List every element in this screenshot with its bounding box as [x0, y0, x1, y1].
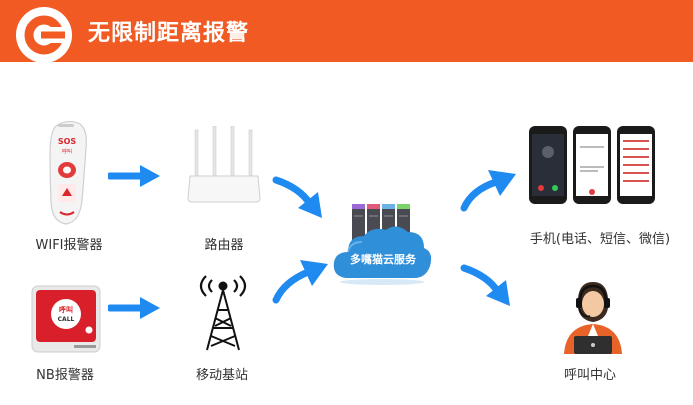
phones-icon — [529, 126, 655, 204]
arrow-cloud-to-call-center-icon — [460, 264, 510, 306]
wifi-alarm-badge: SOS — [58, 137, 77, 146]
cloud-label: 多嘴猫云服务 — [350, 253, 416, 266]
wifi-alarm-label: WIFI报警器 — [35, 238, 103, 253]
call-center-operator-icon — [564, 282, 622, 354]
header-title: 无限制距离报警 — [88, 21, 250, 46]
router-label: 路由器 — [204, 238, 244, 253]
cloud-server-icon — [333, 204, 432, 285]
tower-label: 移动基站 — [195, 368, 248, 383]
phones-label: 手机(电话、短信、微信) — [529, 232, 671, 247]
router-icon — [187, 126, 261, 203]
arrow-cloud-to-phones-icon — [460, 170, 516, 212]
arrow-wifi-to-router-icon — [108, 165, 160, 187]
nb-alarm-device-icon: 呼叫 CALL — [31, 285, 101, 353]
header-bar: 无限制距离报警 — [0, 0, 693, 63]
nb-alarm-button-top: 呼叫 — [59, 305, 73, 314]
cell-tower-icon — [199, 275, 247, 351]
arrow-nb-to-tower-icon — [108, 297, 160, 319]
wifi-alarm-device-icon: SOS 呼叫 — [49, 120, 87, 225]
arrow-tower-to-cloud-icon — [272, 260, 328, 304]
nb-alarm-button-bottom: CALL — [58, 316, 75, 323]
nb-alarm-label: NB报警器 — [36, 368, 94, 383]
call-center-label: 呼叫中心 — [563, 368, 616, 383]
arrow-router-to-cloud-icon — [272, 176, 322, 218]
brand-logo-icon — [16, 7, 72, 63]
wifi-alarm-subtext: 呼叫 — [62, 148, 72, 155]
